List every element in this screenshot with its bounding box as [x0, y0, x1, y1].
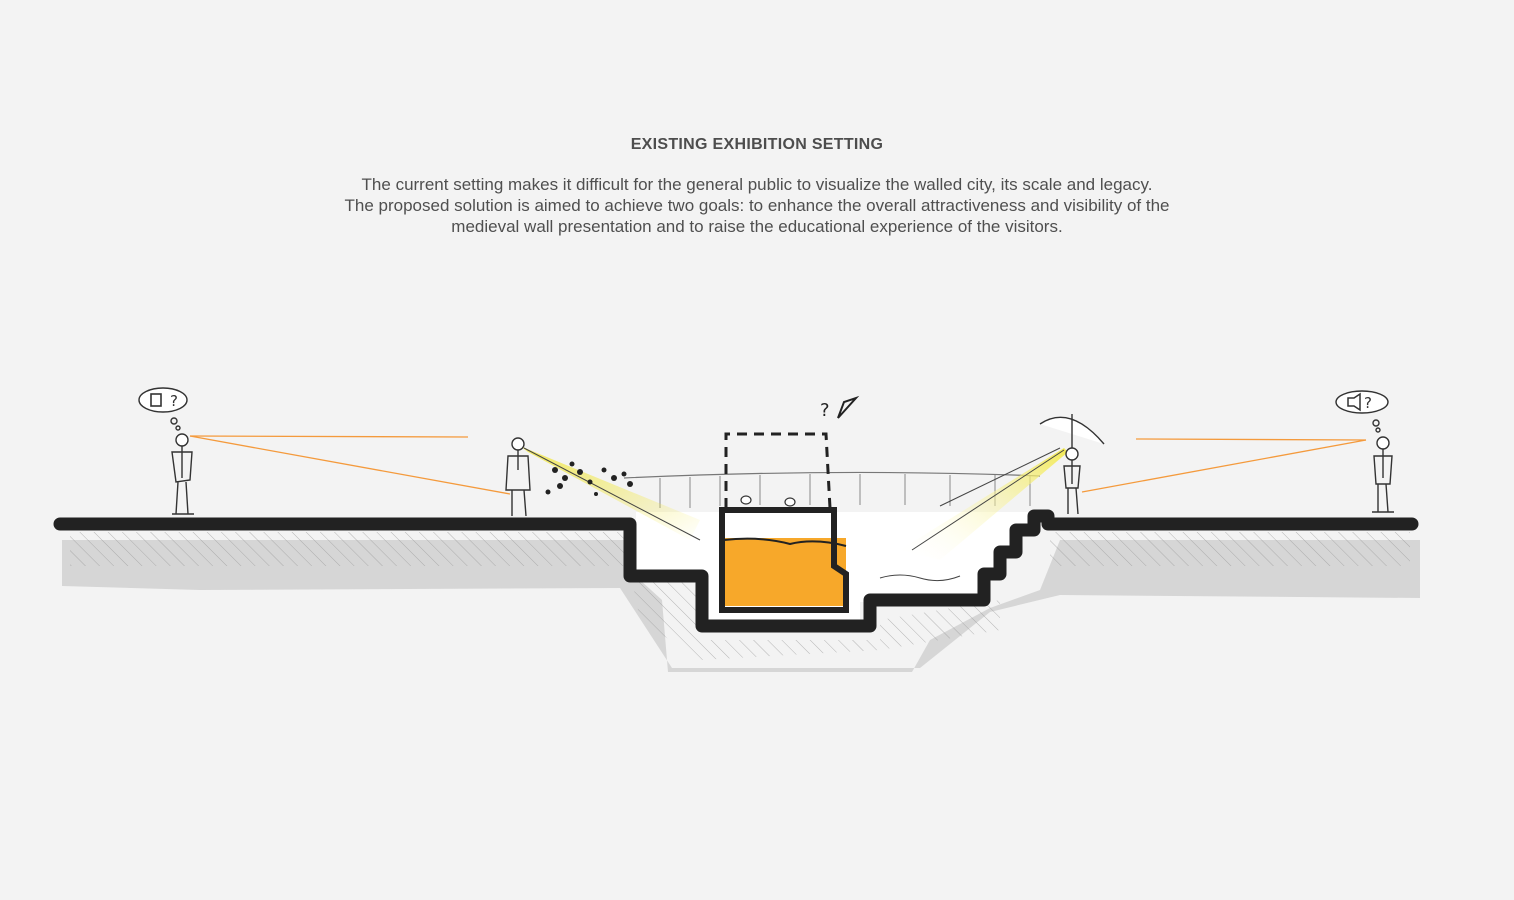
description-line: The proposed solution is aimed to achiev… [344, 196, 1170, 215]
dashed-tower-outline [724, 432, 832, 509]
description-line: The current setting makes it difficult f… [361, 175, 1153, 194]
water-squiggle [879, 574, 961, 582]
visitor-with-umbrella [1039, 414, 1105, 515]
tower-question-mark: ? [820, 400, 830, 421]
wall-enclosure [719, 507, 849, 613]
railing-posts [659, 474, 1031, 508]
section-cut [53, 509, 1419, 633]
sight-lines [189, 435, 1367, 495]
light-beam-right [900, 448, 1068, 560]
wall-top-edge [723, 537, 847, 547]
visitor-with-flashlight [505, 437, 531, 517]
hatch-left [70, 532, 630, 566]
description-line: medieval wall presentation and to raise … [451, 217, 1063, 236]
flag-icon [837, 395, 860, 419]
observer-right-figure [1335, 390, 1394, 513]
thought-bubble-symbol-right: ? [1364, 394, 1372, 412]
diagram-title: EXISTING EXHIBITION SETTING [630, 136, 884, 153]
railing [623, 471, 1041, 479]
medieval-wall-ruin [722, 538, 846, 606]
bushes [545, 461, 633, 496]
thought-bubble-symbol-left: ? [170, 392, 178, 410]
diagram-description: The current setting makes it difficult f… [257, 174, 1257, 237]
speaker-icon [1347, 392, 1361, 412]
hatch-pit [632, 580, 1000, 660]
birds [740, 495, 796, 507]
book-icon [150, 393, 162, 407]
hatch-right [1050, 532, 1410, 566]
ground-shadow [62, 540, 1420, 672]
observer-left-figure [138, 387, 194, 515]
